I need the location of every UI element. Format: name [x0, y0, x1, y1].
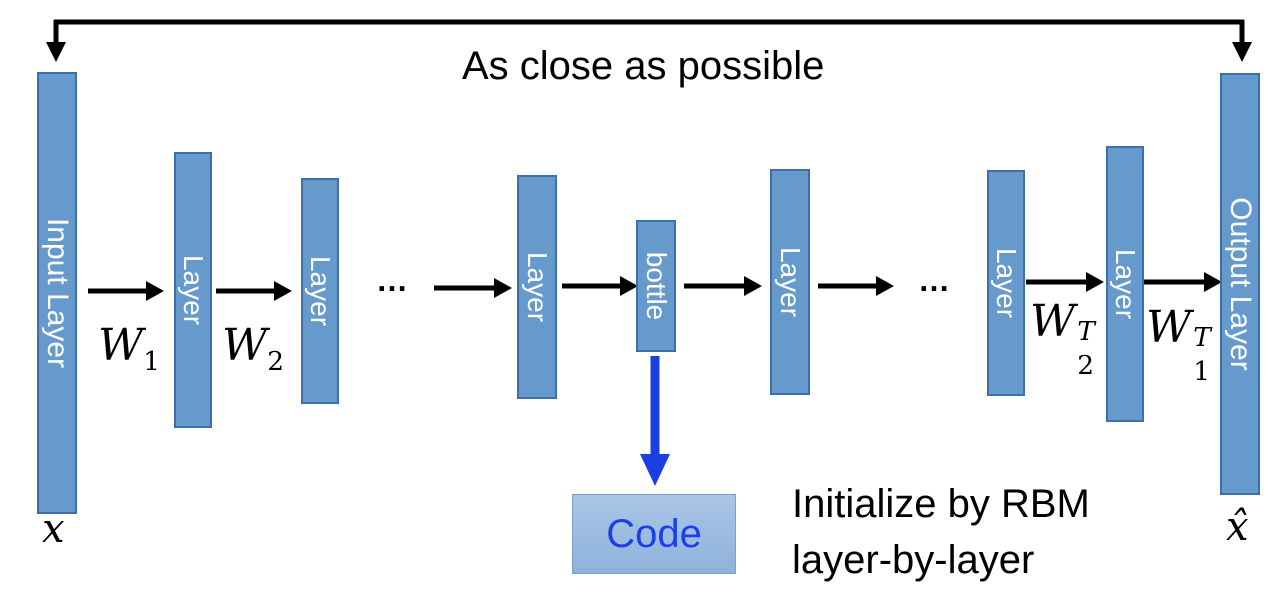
- hidden-layer-4: Layer: [770, 169, 810, 395]
- hidden-layer-5-label: Layer: [991, 247, 1022, 319]
- output-symbol: x̂: [1226, 504, 1249, 550]
- hidden-layer-2: Layer: [301, 178, 339, 404]
- ellipsis-encoder: …: [376, 262, 409, 298]
- weight-w2: W2: [222, 320, 285, 377]
- hidden-layer-2-label: Layer: [305, 255, 336, 327]
- hidden-layer-5: Layer: [987, 170, 1025, 396]
- reconstruction-bracket: [46, 19, 1252, 62]
- output-layer-label: Output Layer: [1224, 197, 1257, 371]
- hidden-layer-1-label: Layer: [178, 254, 209, 326]
- rbm-note-line2: layer-by-layer: [792, 538, 1035, 582]
- hidden-layer-1: Layer: [174, 152, 212, 428]
- input-layer-label: Input Layer: [41, 217, 74, 369]
- input-symbol: x: [42, 506, 65, 552]
- hidden-layer-6-label: Layer: [1110, 248, 1141, 320]
- forward-arrows: [88, 279, 1206, 294]
- output-layer: Output Layer: [1220, 73, 1260, 495]
- bottleneck-layer-label: bottle: [641, 251, 672, 321]
- ellipsis-decoder: …: [918, 262, 951, 298]
- code-label: Code: [606, 511, 702, 556]
- bottleneck-layer: bottle: [636, 220, 676, 352]
- weight-w1: W1: [98, 320, 161, 377]
- hidden-layer-3-label: Layer: [522, 251, 553, 323]
- rbm-note-line1: Initialize by RBM: [792, 482, 1090, 526]
- hidden-layer-6: Layer: [1106, 146, 1144, 422]
- diagram-title: As close as possible: [462, 44, 825, 88]
- code-arrow: [640, 356, 670, 486]
- hidden-layer-3: Layer: [517, 175, 557, 399]
- code-box: Code: [572, 494, 736, 574]
- hidden-layer-4-label: Layer: [775, 246, 806, 318]
- input-layer: Input Layer: [37, 72, 77, 514]
- arrow-heads: [146, 272, 1222, 301]
